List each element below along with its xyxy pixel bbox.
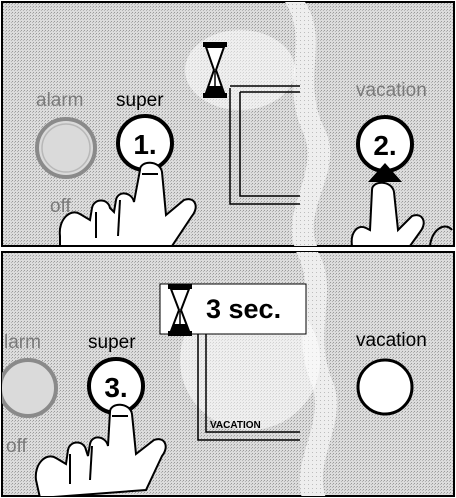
label-vacation: vacation	[356, 330, 427, 351]
step-3-number: 3.	[104, 372, 127, 403]
window-vacation-label: VACATION	[210, 420, 261, 431]
timer-box: 3 sec.	[160, 284, 306, 336]
vacation-button[interactable]	[358, 360, 412, 414]
label-alarm: larm	[4, 332, 41, 353]
alarm-button[interactable]	[0, 360, 56, 416]
label-alarm: alarm	[36, 90, 84, 111]
panel-top: alarm super vacation off 1.	[2, 2, 454, 248]
super-button[interactable]: 1.	[118, 116, 172, 170]
step-1-number: 1.	[133, 129, 156, 160]
label-off: off	[6, 436, 28, 457]
label-super: super	[116, 90, 164, 111]
label-vacation: vacation	[356, 80, 427, 101]
label-super: super	[88, 332, 136, 353]
panel-bottom: VACATION 3 sec. larm super vacation off	[0, 252, 454, 498]
alarm-button[interactable]	[37, 119, 95, 177]
timer-text: 3 sec.	[206, 294, 281, 324]
step-2-number: 2.	[373, 130, 396, 161]
